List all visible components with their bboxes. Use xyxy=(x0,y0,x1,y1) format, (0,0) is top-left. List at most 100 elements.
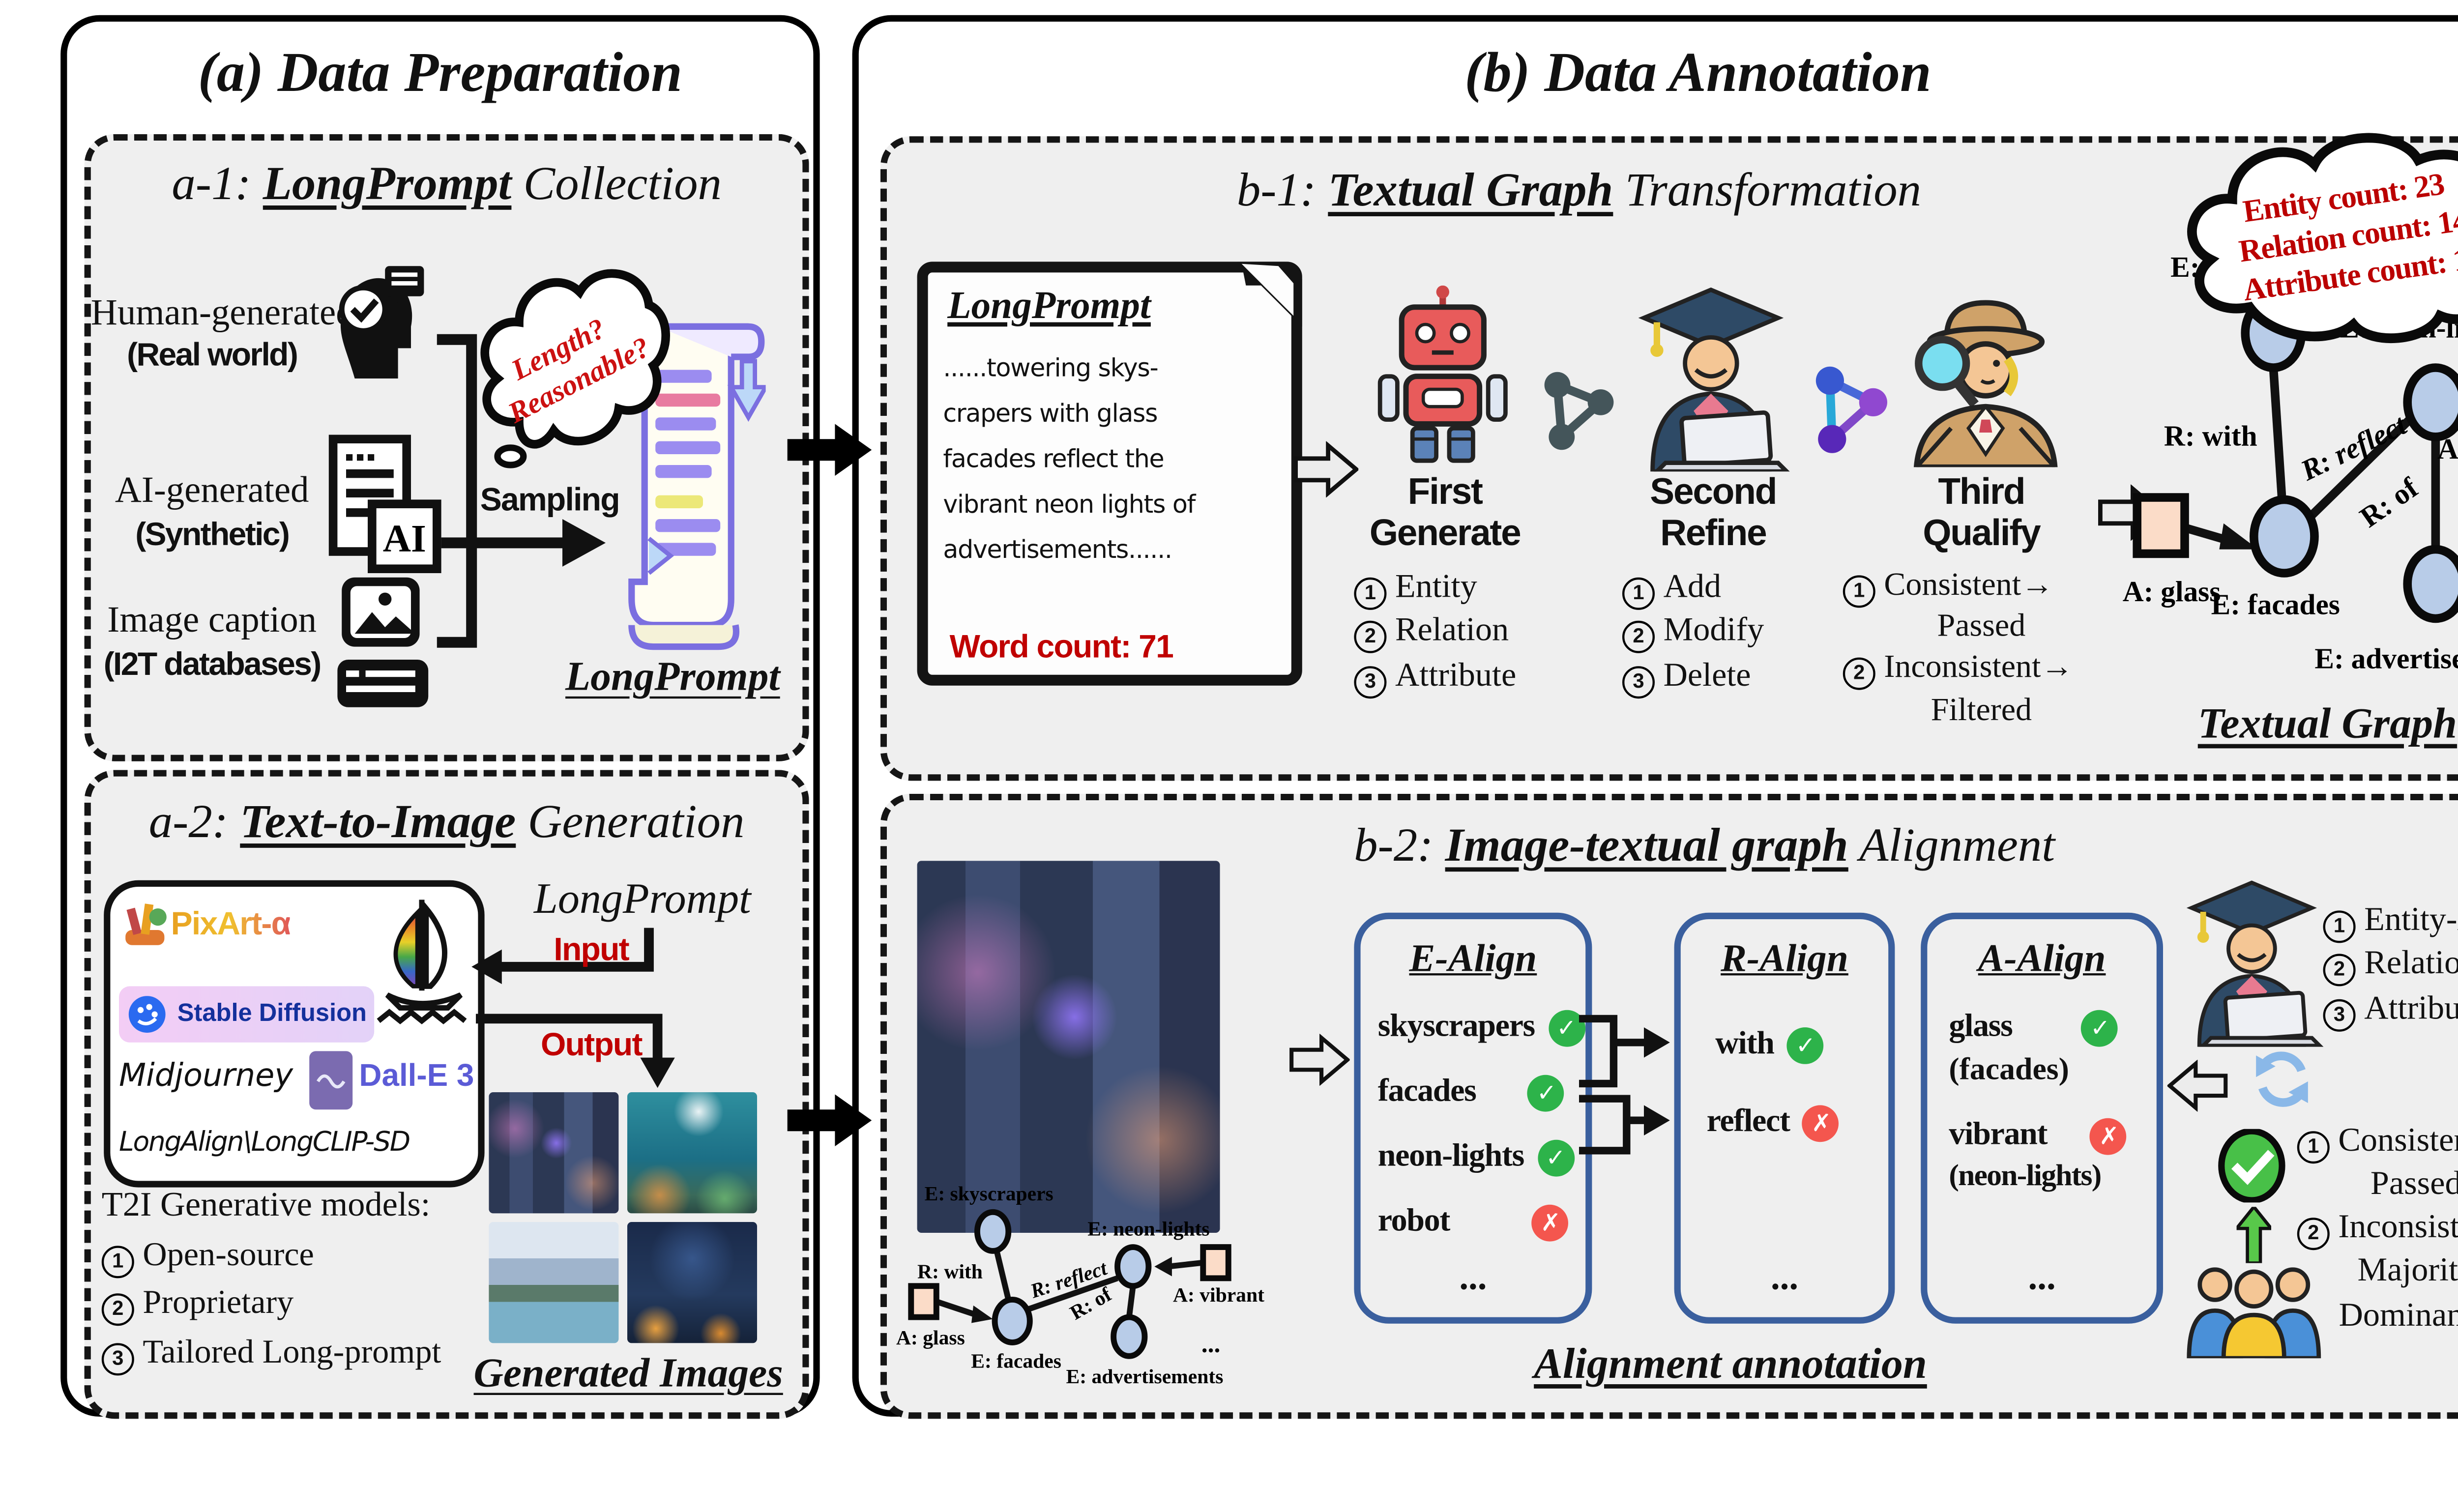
a-align-item-vibrant: vibrant xyxy=(1949,1118,2127,1155)
a-align-title: A-Align xyxy=(1978,936,2106,980)
graph-label-avibrant: A: vibrant xyxy=(2437,433,2458,465)
panel-a-title: (a) Data Preparation xyxy=(198,41,682,104)
mini-label-aglass: A: glass xyxy=(896,1326,965,1349)
input-label: Input xyxy=(554,932,629,969)
a-align-sub-2: (neon-lights) xyxy=(1949,1161,2102,1194)
cons-2c: Dominance xyxy=(2339,1297,2458,1334)
mini-label-avibrant: A: vibrant xyxy=(1173,1283,1264,1306)
section-a1-longprompt-collection: a-1: LongPrompt Collection Human-generat… xyxy=(84,134,809,761)
word-count-label: Word count: 71 xyxy=(949,629,1174,667)
step2-name-line2: Refine xyxy=(1660,512,1767,554)
t2i-num-3: 3 xyxy=(101,1342,134,1375)
mini-label-neonlights: E: neon-lights xyxy=(1087,1217,1209,1240)
s3-item2: Inconsistent→ xyxy=(1884,652,2074,687)
t2i-text-1: Open-source xyxy=(143,1237,314,1274)
e-to-r-connectors xyxy=(1579,1015,1670,1155)
s2-num1: 1 xyxy=(1622,577,1655,610)
s3-item1b: Passed xyxy=(1937,610,2026,645)
task-text-3: Attribute-Align xyxy=(2364,990,2458,1027)
t2i-num-2: 2 xyxy=(101,1294,134,1327)
a2-heading-prefix: a-2: xyxy=(148,793,229,848)
graph-label-aglass: A: glass xyxy=(2123,575,2221,608)
pixart-label: PixArt-α xyxy=(171,906,292,943)
source-merge-connector xyxy=(437,334,606,648)
cons-1a: Consistent→ xyxy=(2338,1122,2458,1160)
s1-num1: 1 xyxy=(1354,577,1387,610)
figure-canvas: (a) Data Preparation a-1: LongPrompt Col… xyxy=(0,0,2458,1423)
s2-num2: 2 xyxy=(1622,621,1655,654)
a1-heading-prefix: a-1: xyxy=(172,155,251,210)
human-brain-chat-icon xyxy=(339,266,424,378)
cross-icon xyxy=(1532,1204,1569,1242)
panel-data-annotation: (b) Data Annotation b-1: Textual Graph T… xyxy=(852,15,2458,1419)
section-b2-alignment: b-2: Image-textual graph Alignment E xyxy=(880,793,2458,1419)
s1-item2: Relation xyxy=(1395,613,1509,650)
a2-heading-suffix: Generation xyxy=(527,793,745,848)
generated-image-reef xyxy=(627,1092,757,1214)
a1-heading-suffix: Collection xyxy=(523,155,722,210)
panel-b-title: (b) Data Annotation xyxy=(1464,41,1931,104)
a1-longprompt-result-label: LongPrompt xyxy=(565,655,780,701)
document-title: LongPrompt xyxy=(947,283,1151,327)
graph-icon-dark xyxy=(1544,372,1614,450)
graph-label-rof: R: of xyxy=(2354,471,2424,534)
midjourney-label: Midjourney xyxy=(119,1060,293,1095)
e-align-item-robot: robot xyxy=(1378,1204,1569,1242)
graph-label-rwith: R: with xyxy=(2164,419,2257,452)
check-icon xyxy=(1548,1010,1585,1047)
a2-longprompt-label: LongPrompt xyxy=(533,876,751,924)
ai-document-icon: AI xyxy=(328,435,441,574)
r-align-item-with: with xyxy=(1715,1027,1824,1064)
s3-num2: 2 xyxy=(1843,658,1875,691)
generated-image-city xyxy=(489,1092,619,1214)
doc-line: advertisements...... xyxy=(943,534,1172,565)
a-align-box: A-Align glass (facades) vibrant (neon-li… xyxy=(1921,912,2163,1324)
majority-check-icon xyxy=(2218,1129,2285,1203)
length-reasonable-cloud: Length? Reasonable? xyxy=(480,269,670,468)
source-human-label: Human-generated xyxy=(90,292,354,333)
stable-diffusion-banner: Stable Diffusion xyxy=(119,986,375,1043)
a-align-item-glass: glass xyxy=(1949,1010,2119,1047)
s3-item1: Consistent→ xyxy=(1884,569,2054,604)
check-icon xyxy=(2081,1010,2119,1047)
cross-icon xyxy=(1803,1105,1840,1142)
section-a1-heading: a-1: LongPrompt Collection xyxy=(91,153,803,213)
doc-line: ......towering skys- xyxy=(943,352,1158,383)
e-align-text-3: neon-lights xyxy=(1377,1139,1525,1175)
s2-item2: Modify xyxy=(1663,613,1764,650)
doc-line: facades reflect the xyxy=(943,443,1164,474)
b1-heading-suffix: Transformation xyxy=(1625,162,1922,216)
task-num-3: 3 xyxy=(2323,999,2356,1032)
r-align-ellipsis: ... xyxy=(1770,1256,1799,1298)
source-ai-label: AI-generated xyxy=(115,469,309,511)
block-arrow-doc-to-steps xyxy=(1293,441,1359,497)
graph-icon-colorful xyxy=(1815,366,1887,453)
cross-icon xyxy=(2090,1118,2127,1155)
check-icon xyxy=(1537,1139,1574,1177)
detective-qualifier-icon xyxy=(1913,300,2058,467)
e-align-item-skyscrapers: skyscrapers xyxy=(1378,1010,1585,1047)
counts-cloud: Entity count: 23 Relation count: 14 Attr… xyxy=(2187,133,2458,344)
graph-label-ads: E: advertisements xyxy=(2314,642,2458,675)
section-a2-text-to-image: a-2: Text-to-Image Generation PixArt-α xyxy=(84,770,809,1419)
e-align-title: E-Align xyxy=(1409,936,1537,980)
check-icon xyxy=(1787,1027,1824,1064)
pixart-logo-icon xyxy=(125,903,167,945)
r-align-text-2: reflect xyxy=(1706,1105,1790,1140)
annotator-group-icon xyxy=(2187,1267,2321,1359)
cons-2b: Majority xyxy=(2357,1253,2458,1290)
r-align-title: R-Align xyxy=(1721,936,1848,980)
s3-item2b: Filtered xyxy=(1931,693,2032,728)
cons-1b: Passed xyxy=(2370,1166,2458,1203)
panel-data-preparation: (a) Data Preparation a-1: LongPrompt Col… xyxy=(60,15,820,1419)
sampling-label: Sampling xyxy=(480,482,620,519)
input-output-arrows xyxy=(471,928,675,1088)
